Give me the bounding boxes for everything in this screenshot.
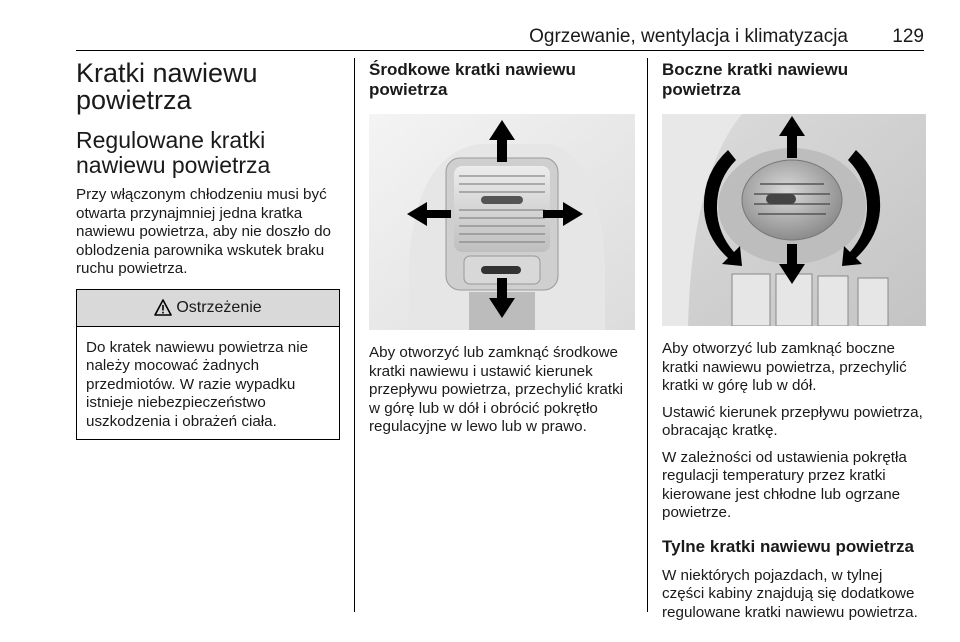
- warning-text: Do kratek nawiewu powietrza nie należy m…: [86, 338, 309, 430]
- side-vent-illustration: [662, 114, 926, 326]
- body-paragraph: Przy włączonym chłodzeniu musi być otwar…: [76, 186, 331, 277]
- section-title: Kratki nawiewu powietrza: [76, 58, 258, 115]
- side-vent-figure: [662, 114, 926, 326]
- body-paragraph: W niektórych pojazdach, w tylnej części …: [662, 566, 918, 621]
- warning-icon: [154, 299, 173, 316]
- warning-body: Do kratek nawiewu powietrza nie należy m…: [77, 327, 339, 440]
- subsection-title: Regulowane kratki nawiewu powietrza: [76, 127, 271, 178]
- warning-label: Ostrzeżenie: [176, 298, 262, 316]
- body-paragraph: W zależności od ustawienia pokrętła regu…: [662, 448, 907, 522]
- column-3: Boczne kratki nawiewu powietrza: [662, 60, 926, 630]
- page-header: Ogrzewanie, wentylacja i klimatyzacja 12…: [76, 26, 924, 50]
- subsection-title: Środkowe kratki nawiewu powietrza: [369, 60, 576, 99]
- subsection-title: Boczne kratki nawiewu powietrza: [662, 60, 849, 99]
- warning-box: Ostrzeżenie Do kratek nawiewu powietrza …: [76, 288, 340, 440]
- body-paragraph: Aby otworzyć lub zamknąć środkowe kratki…: [369, 344, 624, 435]
- body-paragraph: Aby otworzyć lub zamknąć boczne kratki n…: [662, 340, 907, 394]
- warning-header: Ostrzeżenie: [77, 289, 339, 327]
- subsection-title: Tylne kratki nawiewu powietrza: [662, 536, 914, 556]
- center-vent-illustration: [369, 114, 635, 330]
- running-title: Ogrzewanie, wentylacja i klimatyzacja: [529, 26, 848, 47]
- column-divider: [647, 58, 648, 612]
- column-divider: [354, 58, 355, 612]
- header-rule: [76, 50, 924, 51]
- column-1: Kratki nawiewu powietrza Regulowane krat…: [76, 60, 340, 440]
- body-paragraph: Ustawić kierunek przepływu powietrza, ob…: [662, 403, 923, 440]
- page-number: 129: [892, 26, 924, 47]
- column-2: Środkowe kratki nawiewu powietrza: [369, 60, 635, 445]
- center-vent-figure: [369, 114, 635, 330]
